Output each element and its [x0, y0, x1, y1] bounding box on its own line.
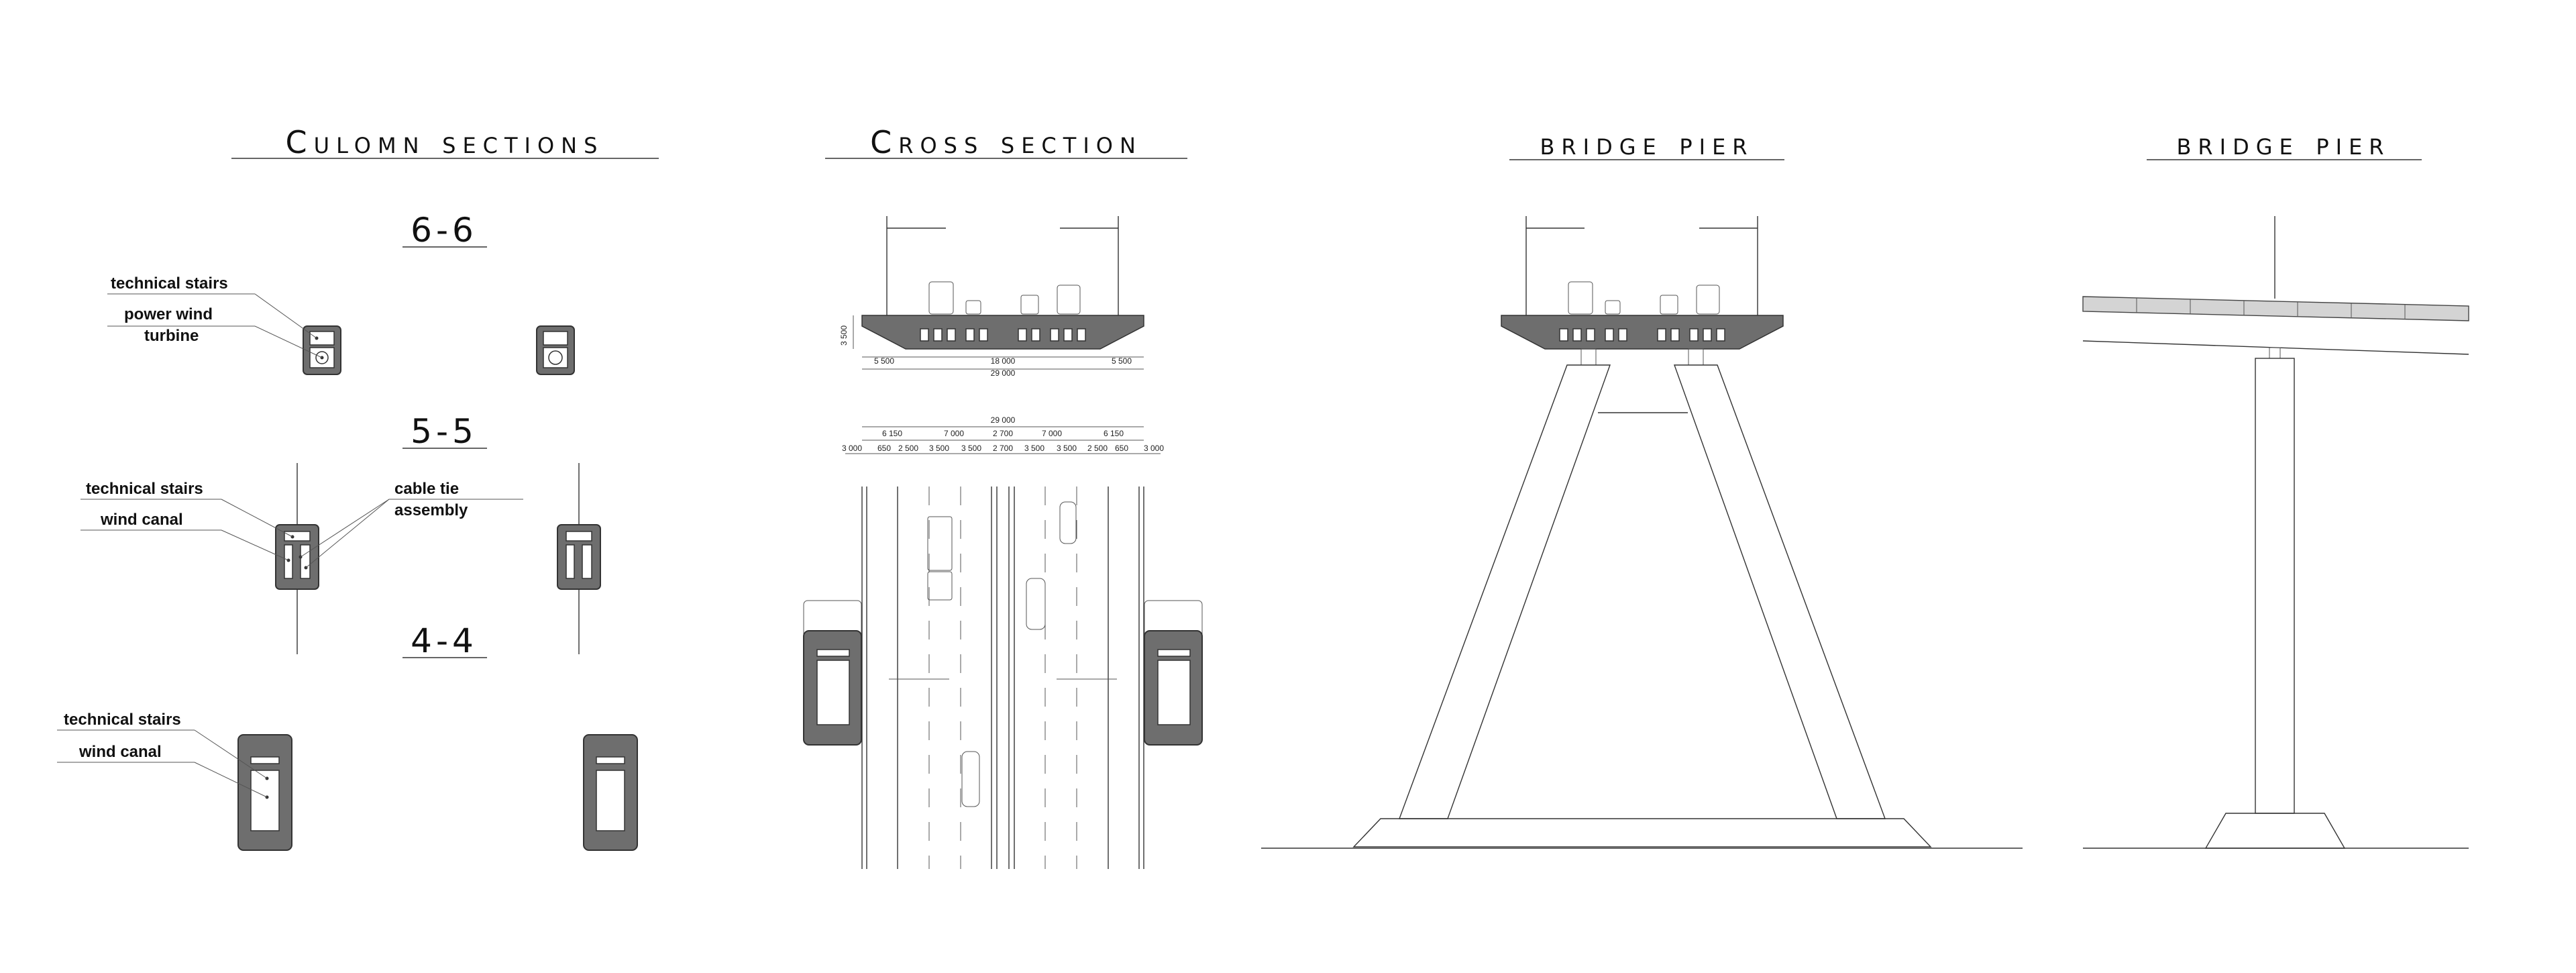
pier-column-side	[2255, 358, 2295, 814]
wind-canal-shaft	[582, 544, 592, 579]
title-cross-section: Cross section	[870, 124, 1142, 160]
stair-shaft	[284, 531, 311, 542]
label-wind-canal-5-5: wind canal	[100, 511, 183, 529]
railing-posts	[2136, 298, 2406, 319]
wind-canal-shaft	[816, 660, 850, 725]
leader-line	[221, 529, 289, 561]
dim-plan-bottom: 3 500	[1057, 444, 1077, 453]
dim-deck-right: 5 500	[1112, 356, 1132, 366]
stair-shaft	[309, 331, 335, 346]
cross-section-group: 3 500 5 500 18 000 5 500 29 000 29 000 6…	[803, 216, 1203, 869]
wind-canal-shaft	[1157, 660, 1191, 725]
dim-plan-top: 6 150	[1104, 429, 1124, 438]
car-icon	[1020, 295, 1039, 315]
car-icon	[1026, 578, 1046, 630]
label-technical-stairs-5-5: technical stairs	[86, 480, 203, 498]
turbine-icon	[315, 351, 329, 364]
dim-deck-left: 5 500	[874, 356, 894, 366]
dim-deck-height: 3 500	[839, 325, 849, 346]
section-5-5-label: 5-5	[411, 412, 478, 451]
dim-plan-top: 6 150	[882, 429, 902, 438]
bridge-pier-front-group	[1261, 216, 2023, 849]
deck-cells	[920, 328, 1086, 342]
dim-plan-bottom: 2 700	[993, 444, 1013, 453]
truck-icon	[1696, 285, 1720, 315]
label-cable-tie-2: assembly	[394, 501, 468, 519]
truck-icon	[927, 516, 953, 571]
section-4-4-label: 4-4	[411, 621, 478, 660]
car-icon	[965, 300, 981, 315]
truck-icon	[928, 281, 954, 315]
leader-line	[194, 729, 268, 779]
car-icon	[961, 751, 980, 807]
stair-shaft	[250, 756, 280, 764]
turbine-icon	[548, 350, 563, 365]
leader-line	[194, 762, 268, 798]
label-power-wind-1: power wind	[124, 305, 213, 323]
car-icon	[1059, 501, 1077, 544]
label-technical-stairs-4-4: technical stairs	[64, 711, 181, 729]
dim-plan-bottom: 3 500	[929, 444, 949, 453]
title-column-sections: Culomn sections	[286, 124, 604, 160]
title-bridge-pier-side: bridge pier	[2176, 125, 2390, 162]
bridge-deck-section	[1501, 315, 1784, 350]
wind-canal-shaft	[566, 544, 575, 579]
label-wind-canal-4-4: wind canal	[78, 743, 162, 761]
wind-canal-shaft	[596, 770, 625, 831]
dim-plan-total: 29 000	[991, 415, 1016, 425]
bearing	[1580, 348, 1597, 366]
dim-plan-top: 7 000	[944, 429, 964, 438]
dim-deck-mid: 18 000	[991, 356, 1016, 366]
label-technical-stairs-6-6: technical stairs	[111, 274, 228, 293]
pier-leg-right	[1674, 364, 1886, 819]
stair-shaft	[543, 331, 568, 346]
pier-foundation	[1352, 818, 1932, 848]
label-power-wind-2: turbine	[144, 327, 199, 345]
bearing	[2269, 347, 2281, 359]
truck-icon	[1057, 285, 1081, 315]
road-plan	[861, 486, 1144, 869]
leader-line	[221, 499, 293, 537]
leader-line	[300, 499, 390, 558]
bridge-deck-section	[861, 315, 1144, 350]
column-sections-group: 6-6 technical stairs power wind turbine …	[57, 211, 638, 851]
stair-shaft	[566, 531, 592, 542]
deck-railing-band	[2082, 296, 2469, 321]
dim-plan-top: 7 000	[1042, 429, 1062, 438]
dim-deck-total: 29 000	[991, 368, 1016, 378]
pier-leg-left	[1398, 364, 1611, 819]
dim-plan-bottom: 3 000	[1144, 444, 1164, 453]
bearing	[1688, 348, 1704, 366]
deck-cells	[1559, 328, 1725, 342]
dim-plan-bottom: 3 000	[842, 444, 862, 453]
truck-cab-icon	[927, 571, 953, 601]
leader-line	[305, 499, 390, 568]
dim-plan-bottom: 3 500	[961, 444, 981, 453]
stair-shaft	[1157, 649, 1191, 657]
bridge-pier-side-group	[2082, 216, 2469, 849]
dim-plan-bottom: 650	[877, 444, 891, 453]
dim-plan-bottom: 3 500	[1024, 444, 1044, 453]
label-cable-tie-1: cable tie	[394, 480, 459, 498]
dim-plan-top: 2 700	[993, 429, 1013, 438]
car-icon	[1660, 295, 1678, 315]
wind-canal-shaft	[300, 544, 311, 579]
leader-line	[254, 325, 323, 358]
section-6-6-label: 6-6	[411, 211, 478, 250]
dim-plan-bottom: 2 500	[898, 444, 918, 453]
truck-icon	[1568, 281, 1593, 315]
wind-canal-shaft	[250, 770, 280, 831]
title-bridge-pier-front: bridge pier	[1540, 125, 1754, 162]
pier-foundation-side	[2204, 813, 2346, 849]
stair-shaft	[596, 756, 625, 764]
stair-shaft	[816, 649, 850, 657]
leader-line	[254, 293, 317, 339]
dim-plan-bottom: 2 500	[1087, 444, 1108, 453]
dim-plan-bottom: 650	[1115, 444, 1128, 453]
car-icon	[1605, 300, 1621, 315]
